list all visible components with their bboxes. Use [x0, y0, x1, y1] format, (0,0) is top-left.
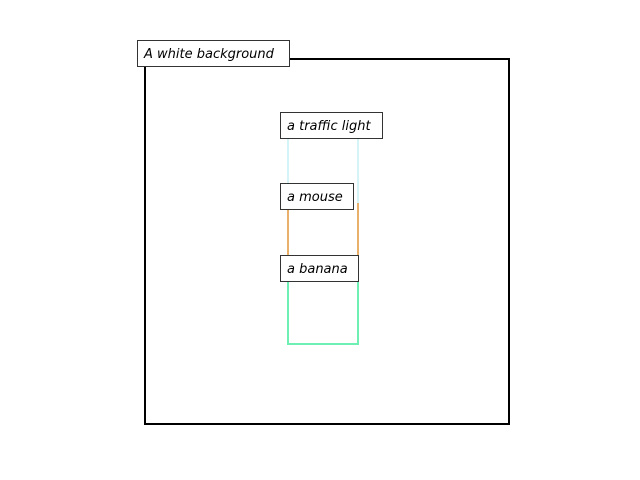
mouse-label: a mouse [280, 183, 354, 210]
background-label: A white background [137, 40, 290, 67]
traffic-light-label: a traffic light [280, 112, 383, 139]
traffic-light-box [287, 126, 359, 204]
background-frame [144, 58, 510, 425]
banana-label: a banana [280, 255, 359, 282]
mouse-box [287, 203, 359, 275]
banana-box [287, 273, 359, 345]
